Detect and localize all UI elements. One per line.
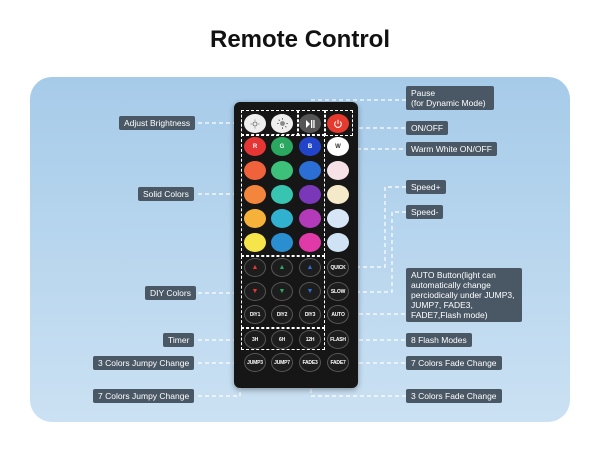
jumpy7-label: 7 Colors Jumpy Change (93, 389, 195, 403)
diy2-button[interactable]: DIY2 (271, 305, 293, 324)
color-button[interactable] (244, 185, 266, 204)
color-button[interactable] (327, 209, 349, 228)
warm-white-button[interactable]: W (327, 137, 349, 156)
color-button[interactable] (327, 233, 349, 252)
red-button[interactable]: R (244, 137, 266, 156)
arrow-down-icon: ▼ (278, 288, 286, 295)
jump3-button[interactable]: JUMP3 (244, 353, 266, 372)
color-button[interactable] (244, 233, 266, 252)
arrow-up-icon: ▲ (251, 264, 259, 271)
fade7-label: 7 Colors Fade Change (406, 356, 502, 370)
pause-group-box (297, 110, 325, 136)
arrow-down-icon: ▼ (251, 288, 259, 295)
play-pause-icon (306, 119, 315, 128)
color-button[interactable] (327, 185, 349, 204)
solid-colors-label: Solid Colors (138, 187, 194, 201)
color-button[interactable] (327, 161, 349, 180)
red-down-button[interactable]: ▼ (244, 282, 266, 301)
sun-dim-icon (250, 119, 260, 128)
speed-minus-label: Speed- (406, 205, 444, 219)
remote-body: R G B W ▲ ▲ ▲ QUICK ▼ ▼ ▼ SLOW DIY1 DIY2… (234, 102, 358, 388)
green-down-button[interactable]: ▼ (271, 282, 293, 301)
green-up-button[interactable]: ▲ (271, 258, 293, 277)
power-group-box (325, 110, 353, 136)
auto-label: AUTO Button(light can automatically chan… (406, 268, 522, 322)
brightness-down-button[interactable] (244, 114, 266, 133)
blue-down-button[interactable]: ▼ (299, 282, 321, 301)
color-button[interactable] (244, 209, 266, 228)
solid-colors-box (241, 134, 325, 256)
timer-label: Timer (163, 333, 195, 347)
diy-colors-label: DIY Colors (145, 286, 196, 300)
flash-modes-label: 8 Flash Modes (406, 333, 472, 347)
fade7-button[interactable]: FADE7 (327, 353, 349, 372)
arrow-up-icon: ▲ (278, 264, 286, 271)
blue-button[interactable]: B (299, 137, 321, 156)
color-button[interactable] (271, 233, 293, 252)
jump7-button[interactable]: JUMP7 (271, 353, 293, 372)
red-up-button[interactable]: ▲ (244, 258, 266, 277)
color-button[interactable] (299, 209, 321, 228)
slow-button[interactable]: SLOW (327, 282, 349, 301)
timer-12h-button[interactable]: 12H (299, 330, 321, 349)
fade3-label: 3 Colors Fade Change (406, 389, 502, 403)
power-icon (334, 119, 342, 128)
diy3-button[interactable]: DIY3 (299, 305, 321, 324)
color-button[interactable] (299, 233, 321, 252)
flash-button[interactable]: FLASH (327, 330, 349, 349)
timer-3h-button[interactable]: 3H (244, 330, 266, 349)
arrow-up-icon: ▲ (306, 264, 314, 271)
play-pause-button[interactable] (299, 114, 321, 133)
sun-bright-icon (276, 118, 288, 129)
jumpy3-label: 3 Colors Jumpy Change (93, 356, 195, 370)
diy-colors-box (241, 256, 325, 328)
onoff-label: ON/OFF (406, 121, 449, 135)
brightness-up-button[interactable] (271, 114, 293, 133)
green-button[interactable]: G (271, 137, 293, 156)
color-button[interactable] (271, 209, 293, 228)
timer-box (241, 328, 325, 350)
timer-6h-button[interactable]: 6H (271, 330, 293, 349)
auto-button[interactable]: AUTO (327, 305, 349, 324)
quick-button[interactable]: QUICK (327, 258, 349, 277)
warm-white-label: Warm White ON/OFF (406, 142, 497, 156)
brightness-group-box (241, 110, 299, 136)
blue-up-button[interactable]: ▲ (299, 258, 321, 277)
color-button[interactable] (244, 161, 266, 180)
page-title: Remote Control (210, 26, 390, 53)
color-button[interactable] (271, 185, 293, 204)
speed-plus-label: Speed+ (406, 180, 446, 194)
color-button[interactable] (271, 161, 293, 180)
power-button[interactable] (327, 114, 349, 133)
color-button[interactable] (299, 185, 321, 204)
pause-label: Pause (for Dynamic Mode) (406, 86, 494, 110)
arrow-down-icon: ▼ (306, 288, 314, 295)
adjust-brightness-label: Adjust Brightness (119, 116, 196, 130)
fade3-button[interactable]: FADE3 (299, 353, 321, 372)
diy1-button[interactable]: DIY1 (244, 305, 266, 324)
color-button[interactable] (299, 161, 321, 180)
